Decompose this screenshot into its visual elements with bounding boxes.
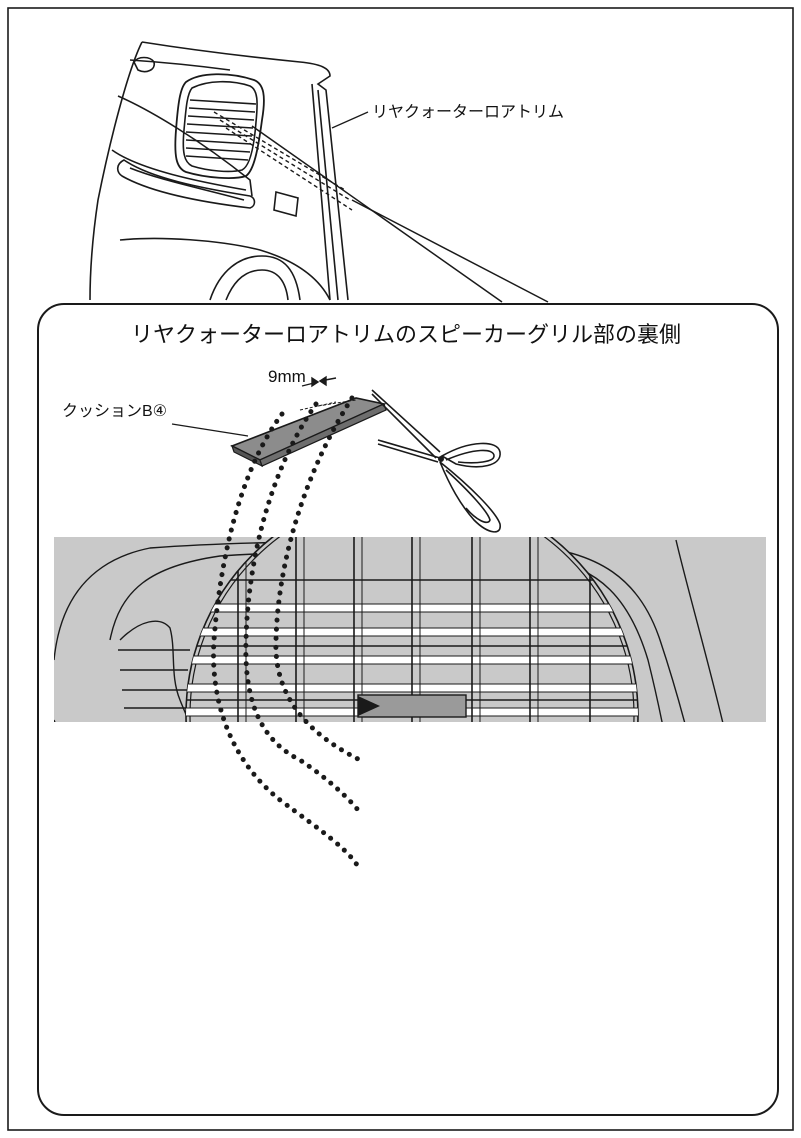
- grille-slats: [185, 99, 257, 161]
- arrow-icon: [358, 696, 380, 716]
- cushion-pads: [357, 694, 467, 718]
- cushion-label: クッションB④: [62, 402, 167, 420]
- outer-frame: [7, 7, 794, 1131]
- rear-quarter-trim-illustration: [89, 41, 349, 301]
- detail-leader-right: [351, 199, 549, 303]
- trim-part-label: リヤクォーターロアトリム: [372, 103, 564, 121]
- callout-leader: [331, 111, 369, 129]
- placement-paths: [211, 395, 363, 873]
- scissors-icon: [371, 389, 501, 533]
- cushion-b: [230, 397, 387, 468]
- dimension-label: 9mm: [268, 367, 306, 386]
- detail-title: リヤクォーターロアトリムのスピーカーグリル部の裏側: [131, 323, 681, 348]
- dimension-marker: [301, 375, 337, 388]
- cushion-leader: [171, 423, 249, 437]
- detail-leader-left: [251, 125, 503, 303]
